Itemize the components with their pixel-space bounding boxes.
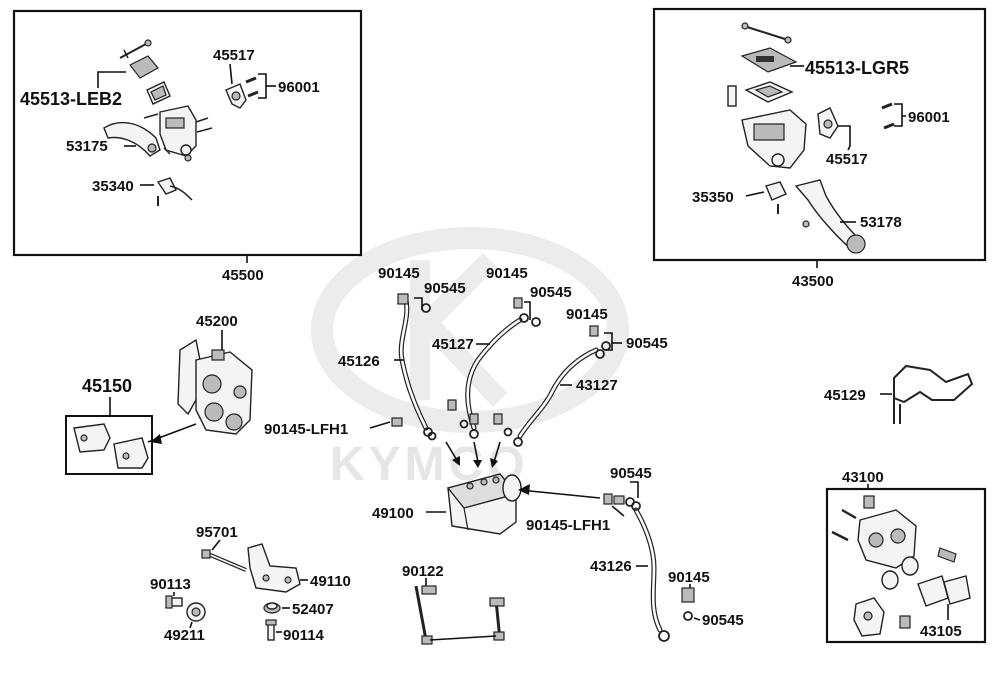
label-45127: 45127 — [432, 336, 474, 353]
label-52407: 52407 — [292, 601, 334, 618]
right-cap-screws-part — [741, 22, 792, 44]
right-brake-lever-part — [794, 179, 866, 254]
label-90145-d: 90145 — [668, 569, 710, 586]
label-43105: 43105 — [920, 623, 962, 640]
label-90145-a: 90145 — [378, 265, 420, 282]
label-35340: 35340 — [92, 178, 134, 195]
bolt-90113-part — [165, 595, 183, 609]
right-clamp-screws-part — [881, 102, 895, 130]
label-49211: 49211 — [164, 627, 205, 644]
label-96001-left: 96001 — [278, 79, 320, 96]
label-90545-b: 90545 — [530, 284, 572, 301]
left-reservoir-cap-part — [129, 55, 159, 79]
label-96001-right: 96001 — [908, 109, 950, 126]
label-45513-leb2: 45513-LEB2 — [20, 89, 122, 109]
left-diaphragm-part — [146, 81, 171, 105]
label-90145-b: 90145 — [486, 265, 528, 282]
right-assembly-frame — [652, 7, 987, 262]
label-53175: 53175 — [66, 138, 108, 155]
label-90545-c: 90545 — [626, 335, 668, 352]
label-45517-left: 45517 — [213, 47, 255, 64]
label-90145-lfh1-b: 90145-LFH1 — [526, 517, 610, 534]
hose-arrows — [445, 441, 501, 468]
rear-brake-pads-part — [917, 575, 971, 607]
grommet-52407-part — [263, 602, 281, 614]
label-45517-right: 45517 — [826, 151, 868, 168]
front-caliper-part — [177, 338, 253, 435]
abs-bracket-49110-part — [247, 543, 301, 593]
label-90114: 90114 — [283, 627, 325, 644]
left-assembly-frame — [12, 9, 363, 257]
label-43126: 43126 — [590, 558, 632, 575]
hose-guide-bracket-part — [893, 364, 974, 424]
label-45150: 45150 — [82, 376, 132, 396]
left-cap-screw-part — [119, 39, 152, 59]
rear-caliper-body-part — [831, 495, 917, 569]
left-brake-switch-part — [156, 177, 193, 206]
rear-caliper-assembly: 43100 43105 — [825, 469, 987, 644]
abs-fittings-part — [391, 399, 513, 441]
right-brake-switch-part — [765, 181, 787, 214]
label-90145-c: 90145 — [566, 306, 608, 323]
label-90545-e: 90545 — [702, 612, 744, 629]
label-53178: 53178 — [860, 214, 902, 231]
label-45513-lgr5: 45513-LGR5 — [805, 58, 909, 78]
label-45200: 45200 — [196, 313, 238, 330]
left-master-cylinder-assembly: 45500 — [12, 9, 363, 284]
rear-caliper-pistons-part — [881, 547, 957, 590]
label-90545-d: 90545 — [610, 465, 652, 482]
right-master-cylinder-assembly: 43500 — [652, 7, 987, 290]
right-diaphragm-part — [744, 81, 794, 103]
label-43100: 43100 — [842, 469, 884, 486]
right-reservoir-cap-part — [740, 47, 798, 73]
right-master-cylinder-body-part — [741, 109, 807, 169]
bolt-95701-part — [201, 549, 247, 572]
abs-unit-part — [446, 473, 522, 535]
left-brake-lever-part — [103, 121, 171, 157]
brake-pads-part — [65, 415, 153, 475]
rear-caliper-frame — [825, 487, 987, 644]
right-clamp-part — [817, 107, 839, 139]
left-clamp-part — [225, 83, 247, 109]
label-45129: 45129 — [824, 387, 866, 404]
right-bolt-part — [727, 85, 737, 107]
label-49110: 49110 — [310, 573, 351, 590]
label-90113: 90113 — [150, 576, 191, 593]
label-90545-a: 90545 — [424, 280, 466, 297]
label-35350: 35350 — [692, 189, 734, 206]
label-43500: 43500 — [792, 273, 834, 290]
label-45126: 45126 — [338, 353, 380, 370]
brake-hose-43126-part — [603, 493, 695, 642]
damper-49211-part — [186, 602, 206, 622]
label-43127: 43127 — [576, 377, 618, 394]
label-49100: 49100 — [372, 505, 414, 522]
label-45500: 45500 — [222, 267, 264, 284]
brake-hose-45127-part — [465, 297, 541, 439]
left-clamp-screws-part — [245, 76, 259, 98]
rear-caliper-bracket-part — [853, 597, 911, 637]
label-90122: 90122 — [402, 563, 444, 580]
label-95701: 95701 — [196, 524, 238, 541]
label-90145-lfh1-a: 90145-LFH1 — [264, 421, 348, 438]
left-master-cylinder-body-part — [143, 105, 213, 162]
collar-90114-part — [265, 619, 277, 641]
bolts-90122-part — [414, 585, 505, 645]
